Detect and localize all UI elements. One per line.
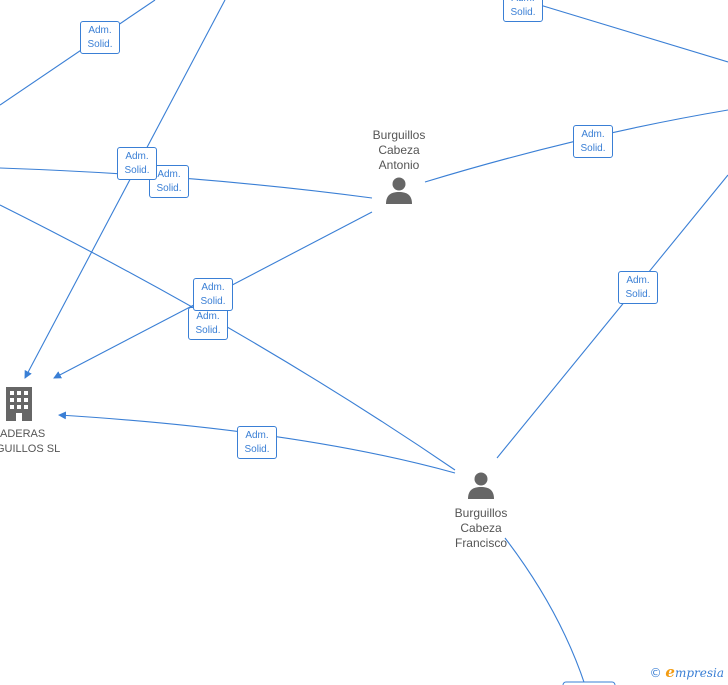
relation-badge[interactable]: Adm. Solid. (193, 278, 233, 311)
relation-badge[interactable]: Adm. Solid. (117, 147, 157, 180)
badge-line-type: Solid. (87, 39, 113, 50)
badge-line-role: Adm. (201, 282, 225, 293)
badge-line-role: Adm. (581, 129, 605, 140)
brand-name: mpresia (674, 666, 724, 680)
company-node[interactable]: ADERAS GUILLOS SL (0, 427, 60, 457)
company-name-line: ADERAS (0, 428, 46, 440)
person-node-antonio[interactable]: Burguillos Cabeza Antonio (354, 128, 444, 205)
building-icon (6, 387, 32, 421)
edge-left-to-antonio (0, 167, 373, 199)
offscreen-node-bottom (562, 681, 616, 685)
relation-badge[interactable]: Adm.Solid. (503, 0, 543, 22)
relation-badge[interactable]: Adm. Solid. (237, 426, 277, 459)
empresia-logo[interactable]: © empresia (650, 663, 724, 681)
badge-line-type: Solid. (156, 183, 182, 194)
relation-badge[interactable]: Adm. Solid. (80, 21, 120, 54)
badge-line-type: Solid. (195, 325, 221, 336)
badge-line-role: Adm. (88, 25, 112, 36)
badge-line-role: Adm. (245, 430, 269, 441)
badge-line-type: Solid. (124, 165, 150, 176)
edge-topright-to-right (539, 4, 728, 63)
person-name-line: Antonio (378, 158, 420, 172)
relation-badge[interactable]: Adm. Solid. (188, 307, 228, 340)
relation-badge[interactable]: Adm. Solid. (618, 271, 658, 304)
person-name-line: Burguillos (372, 128, 426, 142)
person-icon (386, 177, 412, 204)
badge-line-role: Adm. (504, 0, 542, 6)
badge-line-role: Adm. (125, 151, 149, 162)
relation-badge[interactable]: Adm. Solid. (573, 125, 613, 158)
edge-top-to-company (24, 0, 226, 379)
badge-line-role: Adm. (626, 275, 650, 286)
edge-topleft-to-left (0, 0, 156, 106)
company-name-line: GUILLOS SL (0, 443, 61, 455)
edge-francisco-to-bottom (504, 537, 586, 685)
person-name-line: Burguillos (454, 506, 508, 520)
person-node-francisco[interactable]: Burguillos Cabeza Francisco (436, 470, 526, 551)
edge-francisco-to-right (496, 174, 728, 459)
person-icon (468, 472, 494, 499)
person-name-line: Francisco (454, 536, 507, 550)
badge-line-type: Solid. (625, 289, 651, 300)
badge-line-role: Adm. (157, 169, 181, 180)
brand-initial: e (665, 663, 675, 681)
edge-left-to-francisco (0, 204, 456, 471)
person-name-line: Cabeza (460, 521, 502, 535)
badge-line-type: Solid. (244, 444, 270, 455)
person-name-line: Cabeza (378, 143, 420, 157)
badge-line-type: Solid. (580, 143, 606, 154)
badge-line-role: Adm. (196, 311, 220, 322)
edge-francisco-to-company (58, 411, 456, 474)
copyright-symbol: © (649, 666, 662, 680)
badge-line-type: Solid. (200, 296, 226, 307)
badge-line-type: Solid. (510, 7, 536, 18)
